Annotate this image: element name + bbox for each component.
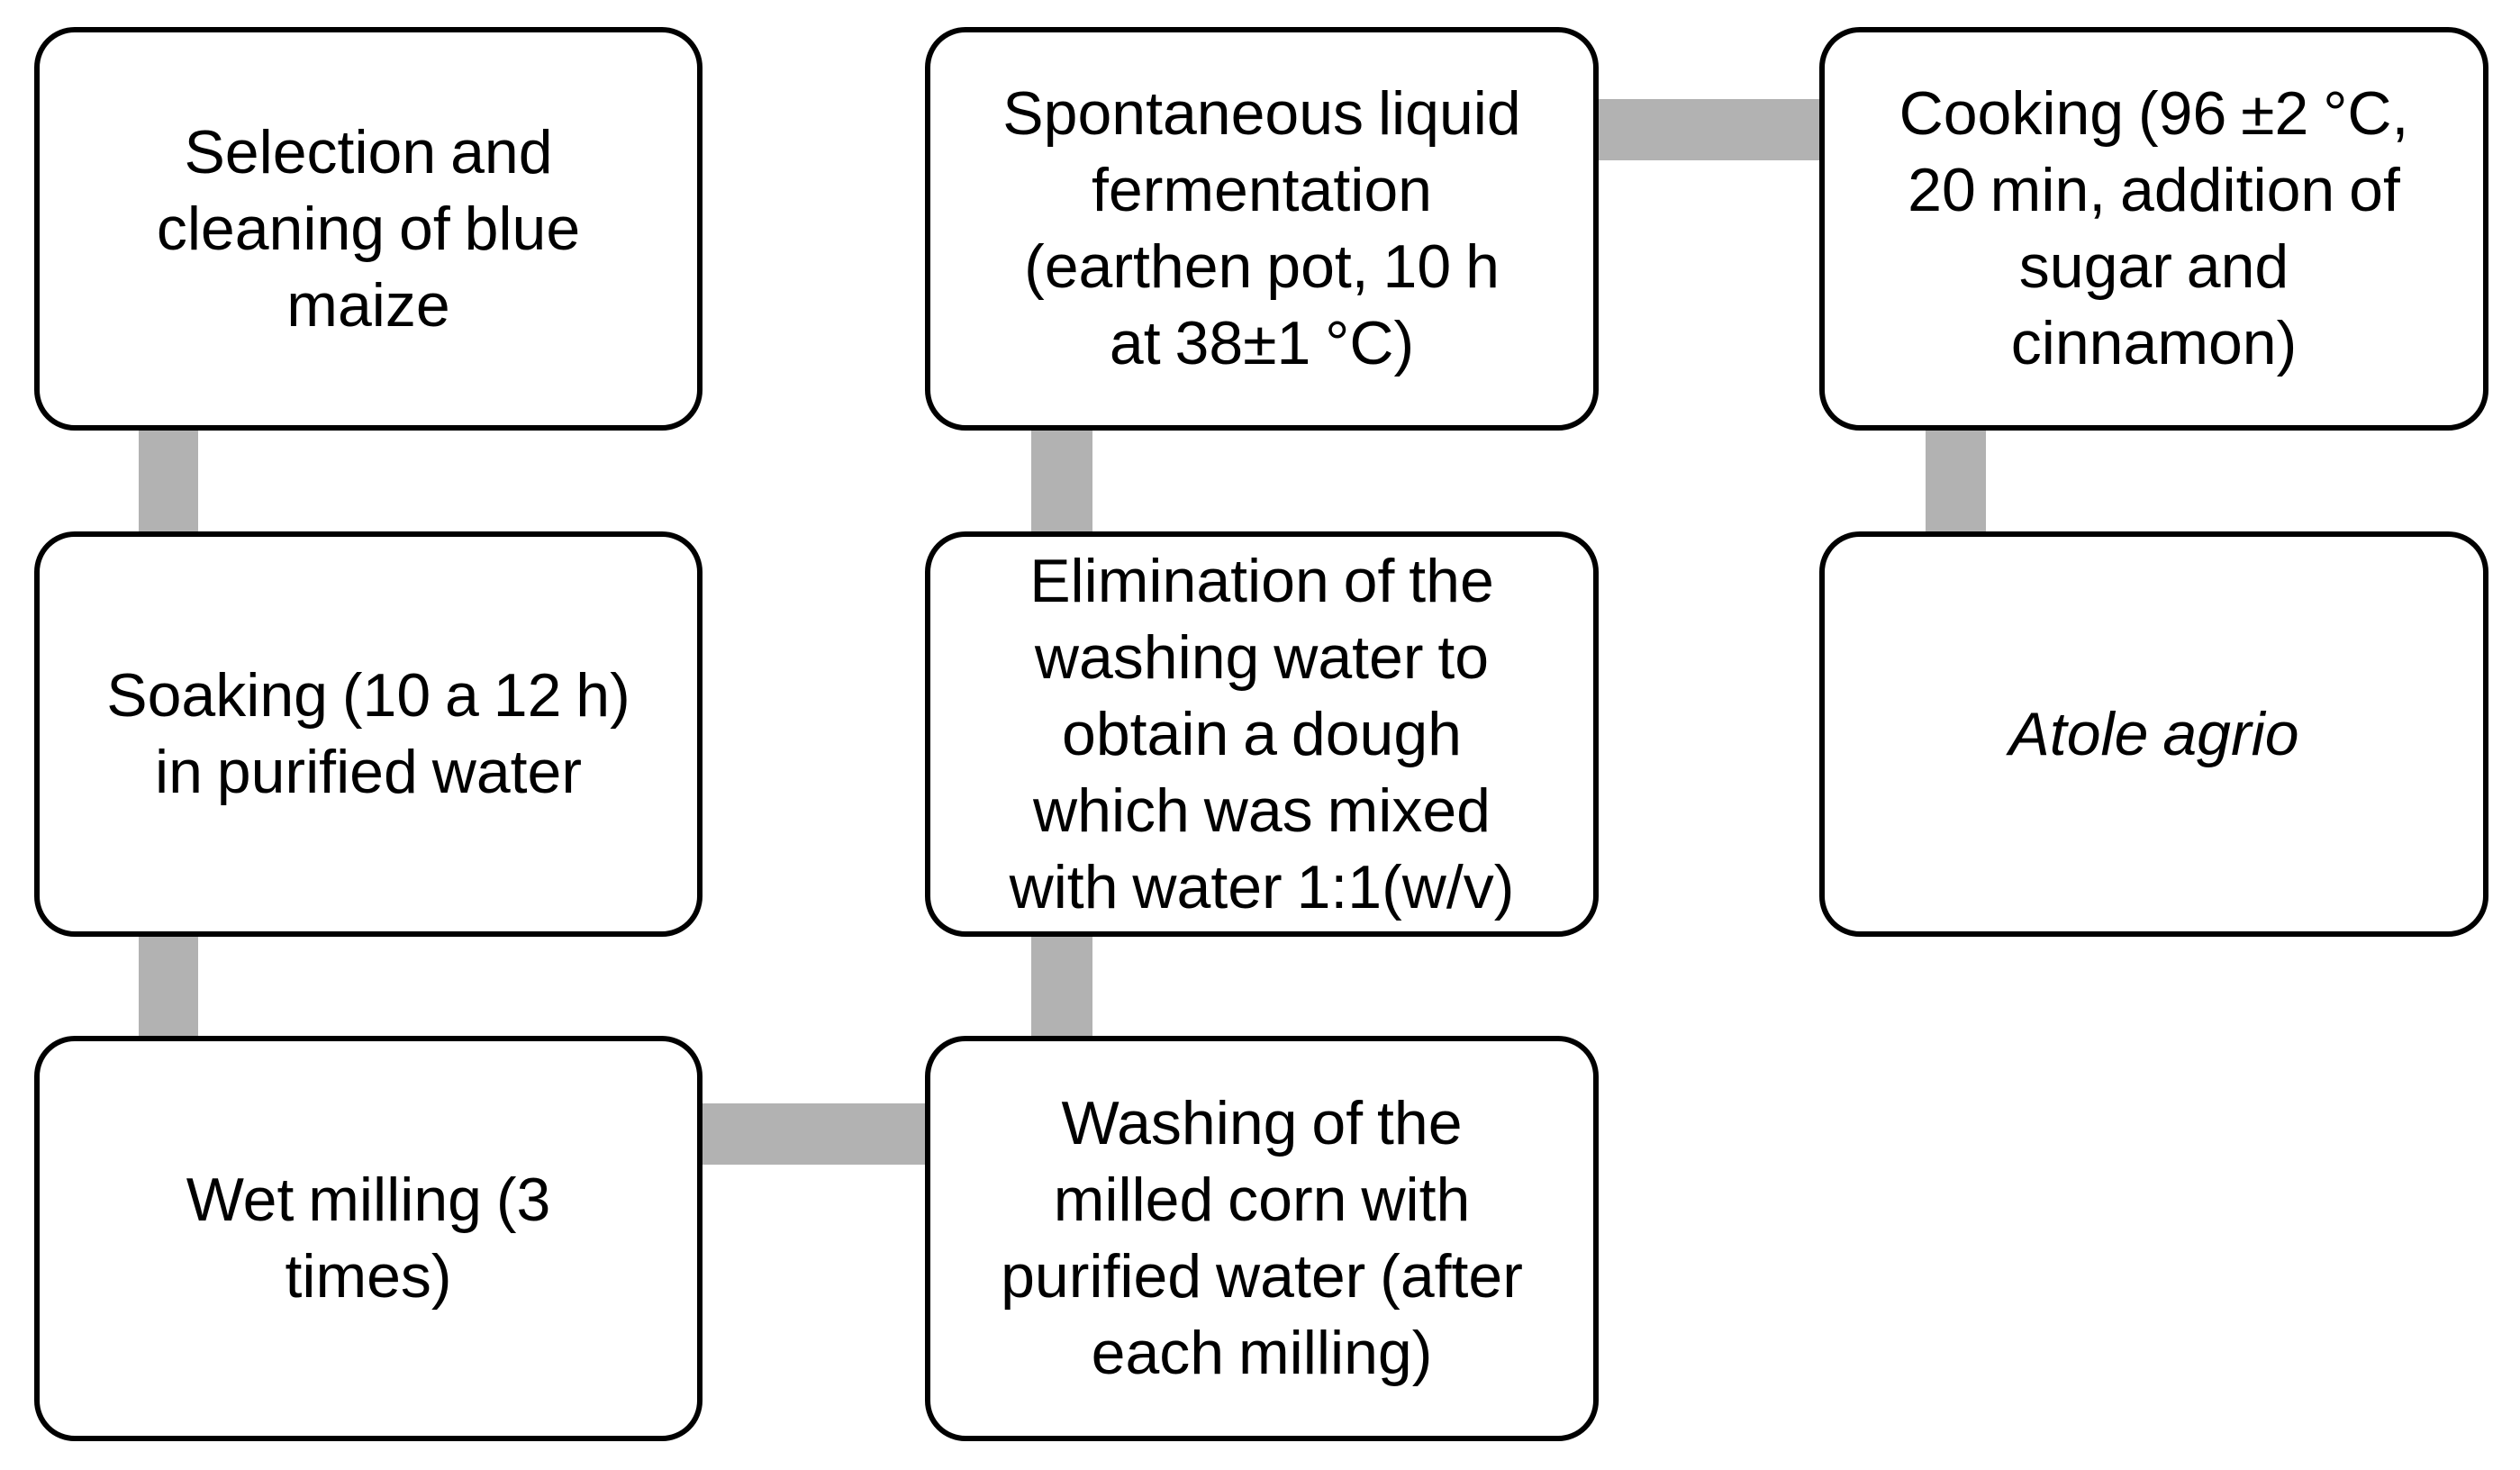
flow-box-atole-agrio-product: Atole agrio — [1819, 531, 2488, 937]
flow-box-fermentation: Spontaneous liquid fermentation (earthen… — [925, 27, 1599, 431]
flow-box-cooking: Cooking (96 ±2 °C, 20 min, addition of s… — [1819, 27, 2488, 431]
connector-selection-to-soaking — [139, 431, 198, 531]
connector-milling-to-washing — [703, 1103, 925, 1165]
flow-box-selection-cleaning: Selection and cleaning of blue maize — [34, 27, 703, 431]
flow-box-fermentation-label: Spontaneous liquid fermentation (earthen… — [1002, 79, 1521, 377]
connector-fermentation-to-cooking — [1599, 99, 1819, 160]
connector-cooking-to-atole — [1926, 431, 1986, 531]
flow-box-selection-cleaning-label: Selection and cleaning of blue maize — [156, 117, 581, 340]
connector-elimination-to-fermentation — [1031, 431, 1092, 531]
flow-box-soaking-label: Soaking (10 a 12 h) in purified water — [106, 661, 630, 806]
flow-box-elimination-washing-water-label: Elimination of the washing water to obta… — [1009, 546, 1515, 921]
connector-washing-to-elimination — [1031, 937, 1092, 1036]
flow-box-washing-milled-corn: Washing of the milled corn with purified… — [925, 1036, 1599, 1441]
connector-soaking-to-milling — [139, 937, 198, 1036]
flow-box-wet-milling-label: Wet milling (3 times) — [186, 1166, 551, 1311]
flow-box-washing-milled-corn-label: Washing of the milled corn with purified… — [1001, 1089, 1523, 1387]
flow-box-atole-agrio-product-label: Atole agrio — [2008, 699, 2299, 768]
flow-box-cooking-label: Cooking (96 ±2 °C, 20 min, addition of s… — [1899, 79, 2409, 377]
flow-box-wet-milling: Wet milling (3 times) — [34, 1036, 703, 1441]
flow-box-soaking: Soaking (10 a 12 h) in purified water — [34, 531, 703, 937]
flow-box-elimination-washing-water: Elimination of the washing water to obta… — [925, 531, 1599, 937]
